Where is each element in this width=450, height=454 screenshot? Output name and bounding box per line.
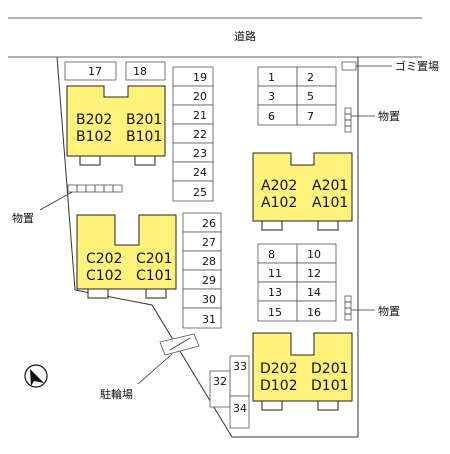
garbage-area: [341, 61, 357, 71]
parking-number: 23: [193, 147, 207, 160]
parking-number: 19: [193, 71, 207, 84]
building-a: [252, 152, 353, 222]
unit-label: C101: [136, 268, 173, 284]
parking-number: 25: [193, 186, 207, 199]
building-d: [252, 332, 353, 402]
leader-line: [39, 191, 73, 211]
parking-space: [257, 104, 298, 126]
parking-number: 24: [193, 166, 207, 179]
building-step: [87, 288, 109, 299]
parking-number: 11: [268, 267, 282, 280]
unit-label: A201: [312, 178, 348, 194]
building-step: [261, 400, 283, 411]
unit-label: B201: [126, 112, 162, 128]
unit-label: D102: [260, 378, 298, 394]
parking-number: 5: [307, 90, 314, 103]
building-step: [317, 220, 339, 231]
parking-number: 32: [213, 375, 227, 388]
unit-label: B202: [76, 112, 112, 128]
storage-label: 物置: [12, 211, 34, 225]
parking-number: 26: [202, 217, 216, 230]
parking-number: 34: [233, 402, 247, 415]
parking-space: [257, 66, 298, 87]
parking-space: [125, 61, 166, 81]
unit-label: A202: [261, 178, 297, 194]
unit-label: D201: [311, 361, 349, 377]
parking-number: 28: [202, 255, 216, 268]
unit-label: A101: [312, 195, 348, 211]
parking-number: 6: [268, 110, 275, 123]
unit-label: D202: [260, 361, 298, 377]
building-step: [134, 155, 156, 166]
road-label: 道路: [234, 29, 256, 43]
parking-space: [229, 395, 250, 429]
unit-label: D101: [311, 378, 349, 394]
parking-space: [257, 85, 298, 106]
garbage-area-label: ゴミ置場: [395, 59, 439, 73]
unit-label: C202: [86, 251, 123, 267]
parking-number: 7: [307, 110, 314, 123]
parking-space: [182, 307, 222, 329]
building-step: [145, 288, 167, 299]
parking-space: [64, 61, 117, 81]
parking-number: 3: [268, 90, 275, 103]
bicycle-parking-label: 駐輪場: [100, 387, 133, 401]
building-c: [76, 214, 177, 290]
unit-label: B101: [126, 129, 162, 145]
parking-space: [209, 370, 231, 408]
unit-label: A102: [261, 195, 297, 211]
storage-label: 物置: [378, 304, 400, 318]
storage-label: 物置: [378, 109, 400, 123]
leader-line: [137, 353, 173, 385]
parking-number: 27: [202, 236, 216, 249]
parking-number: 13: [268, 286, 282, 299]
parking-number: 31: [202, 313, 216, 326]
parking-number: 10: [307, 248, 321, 261]
parking-number: 18: [133, 65, 147, 78]
parking-space: [296, 66, 337, 87]
parking-space: [296, 104, 337, 126]
parking-space: [257, 243, 298, 264]
parking-number: 17: [88, 65, 102, 78]
parking-space: [296, 300, 337, 322]
parking-number: 21: [193, 109, 207, 122]
parking-number: 33: [233, 360, 247, 373]
building-step: [261, 220, 283, 231]
parking-space: [296, 85, 337, 106]
building-step: [317, 400, 339, 411]
unit-label: C201: [136, 251, 173, 267]
building-b: [66, 85, 166, 157]
parking-number: 8: [268, 248, 275, 261]
property-boundary: [56, 56, 359, 438]
parking-number: 14: [307, 286, 321, 299]
parking-number: 2: [307, 71, 314, 84]
parking-number: 30: [202, 293, 216, 306]
parking-number: 12: [307, 267, 321, 280]
parking-number: 15: [268, 306, 282, 319]
parking-space: [172, 180, 214, 202]
parking-number: 16: [307, 306, 321, 319]
unit-label: C102: [86, 268, 123, 284]
parking-number: 22: [193, 128, 207, 141]
bicycle-parking: [159, 333, 200, 356]
parking-number: 1: [268, 71, 275, 84]
north-arrow-icon: [24, 364, 48, 388]
building-step: [79, 155, 101, 166]
parking-number: 20: [193, 90, 207, 103]
parking-number: 29: [202, 274, 216, 287]
unit-label: B102: [76, 129, 112, 145]
